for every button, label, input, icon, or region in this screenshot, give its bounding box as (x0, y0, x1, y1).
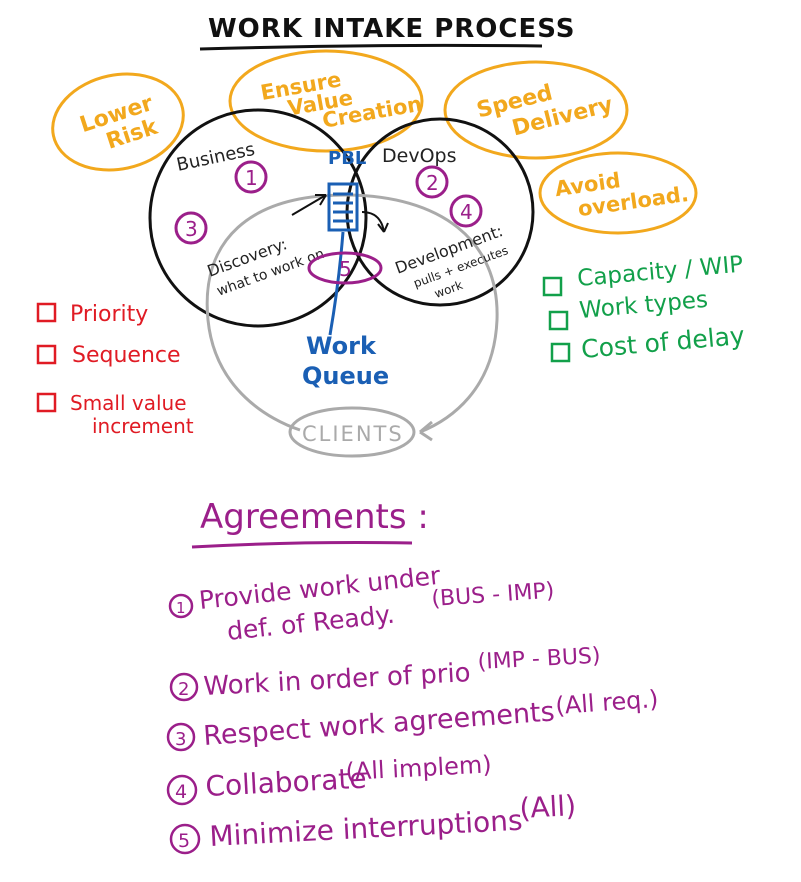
checklist-sequence: Sequence (72, 343, 181, 368)
agreement-item-4: 4 Collaborate (All implem) (166, 750, 492, 806)
agreements-heading: Agreements : (200, 497, 429, 537)
svg-text:5: 5 (178, 830, 190, 852)
clients-label: CLIENTS (302, 422, 404, 446)
svg-text:Minimize interruptions: Minimize interruptions (209, 804, 524, 853)
work-queue-line2: Queue (302, 362, 389, 390)
discovery-arrow (291, 194, 327, 216)
title-underline (199, 43, 543, 51)
svg-text:4: 4 (175, 781, 187, 803)
marker-3: 3 (174, 211, 208, 245)
agreement-item-1: 1 Provide work under def. of Ready. (BUS… (168, 561, 555, 646)
marker-1: 1 (234, 160, 268, 194)
svg-text:2: 2 (178, 679, 189, 700)
goal-lower-risk: Lower Risk (77, 91, 162, 155)
clients-bubble (288, 406, 416, 458)
checkbox-work-types (548, 310, 569, 331)
queue-line (328, 231, 345, 336)
svg-text:(All req.): (All req.) (554, 685, 659, 720)
checklist-priority: Priority (70, 302, 148, 327)
checklist-work-types: Work types (578, 287, 709, 324)
goal-bubble-ensure-value (228, 49, 424, 153)
checklist-cost-of-delay: Cost of delay (580, 321, 746, 364)
development-arrow (361, 211, 385, 233)
marker-5: 5 (307, 251, 383, 285)
pbl-label: PBL (328, 148, 366, 169)
checkbox-sequence (36, 344, 57, 365)
development-text: Development: pulls + executes work (393, 221, 511, 301)
svg-text:Work in order of prio: Work in order of prio (203, 658, 472, 702)
svg-text:1: 1 (176, 599, 186, 617)
right-checklist: Capacity / WIP Work types Cost of delay (542, 252, 746, 364)
svg-text:2: 2 (426, 171, 439, 195)
devops-label: DevOps (382, 145, 456, 167)
client-arrowhead (419, 420, 433, 442)
marker-2: 2 (415, 165, 449, 199)
agreement-item-2: 2 Work in order of prio (IMP - BUS) (169, 644, 601, 702)
checkbox-cost-of-delay (550, 342, 571, 363)
checkbox-capacity (542, 276, 563, 297)
client-loop-right (344, 193, 499, 434)
svg-text:(All): (All) (519, 789, 577, 825)
svg-text:3: 3 (175, 729, 186, 750)
checklist-small-value: Small value (70, 391, 187, 415)
goal-bubble-speed-delivery (443, 60, 629, 160)
agreements-underline (191, 541, 413, 549)
svg-text:Respect work agreements: Respect work agreements (202, 697, 555, 752)
svg-text:Collaborate: Collaborate (205, 762, 368, 803)
checklist-capacity: Capacity / WIP (576, 252, 744, 292)
svg-text:5: 5 (339, 257, 352, 281)
goal-bubble-lower-risk (51, 72, 185, 172)
svg-text:(IMP - BUS): (IMP - BUS) (477, 644, 601, 675)
business-circle (148, 108, 368, 328)
checklist-increment: increment (92, 414, 194, 438)
marker-4: 4 (449, 194, 483, 228)
checkbox-priority (36, 302, 57, 323)
left-checklist: Priority Sequence Small value increment (36, 302, 194, 438)
svg-text:(All implem): (All implem) (345, 750, 492, 786)
svg-text:3: 3 (185, 217, 198, 241)
checkbox-small-value (36, 392, 57, 413)
svg-text:4: 4 (460, 200, 473, 224)
svg-text:(BUS - IMP): (BUS - IMP) (431, 578, 555, 612)
discovery-text: Discovery: what to work on (205, 234, 327, 299)
client-loop-left (205, 193, 346, 432)
backlog-stack-icon (327, 182, 359, 232)
diagram-title: WORK INTAKE PROCESS (208, 14, 576, 44)
goal-avoid-overload: Avoid overload. (553, 168, 690, 221)
work-queue-line1: Work (306, 332, 377, 360)
goal-bubble-avoid-overload (538, 151, 698, 235)
svg-text:1: 1 (245, 166, 258, 190)
